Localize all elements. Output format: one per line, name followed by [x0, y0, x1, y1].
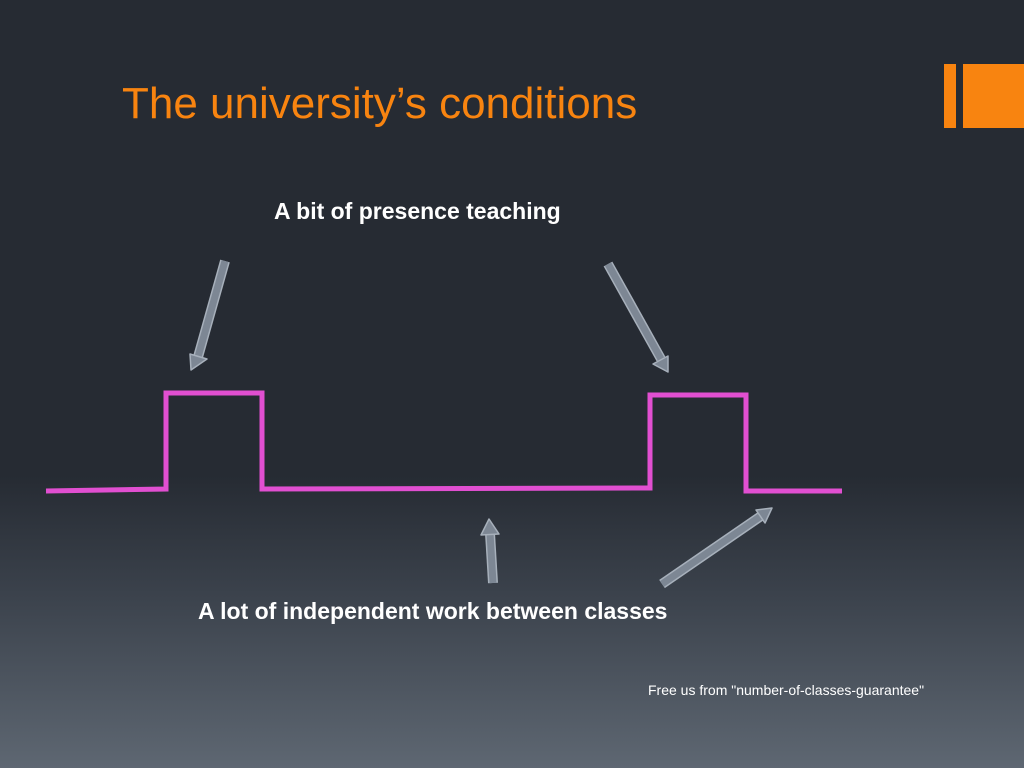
pulse-line	[45, 390, 842, 494]
arrow-to-first-pulse	[189, 259, 230, 371]
independent-work-label: A lot of independent work between classe…	[198, 598, 668, 624]
logo-bar-wide	[963, 64, 1024, 128]
arrow-to-second-pulse	[603, 261, 669, 373]
footnote: Free us from "number-of-classes-guarante…	[648, 682, 925, 698]
logo-bar-thin	[944, 64, 956, 128]
presence-teaching-label: A bit of presence teaching	[274, 198, 561, 224]
slide-title: The university’s conditions	[122, 79, 638, 128]
arrow-from-bottom-middle	[480, 518, 500, 584]
arrow-from-bottom-right	[659, 507, 773, 589]
